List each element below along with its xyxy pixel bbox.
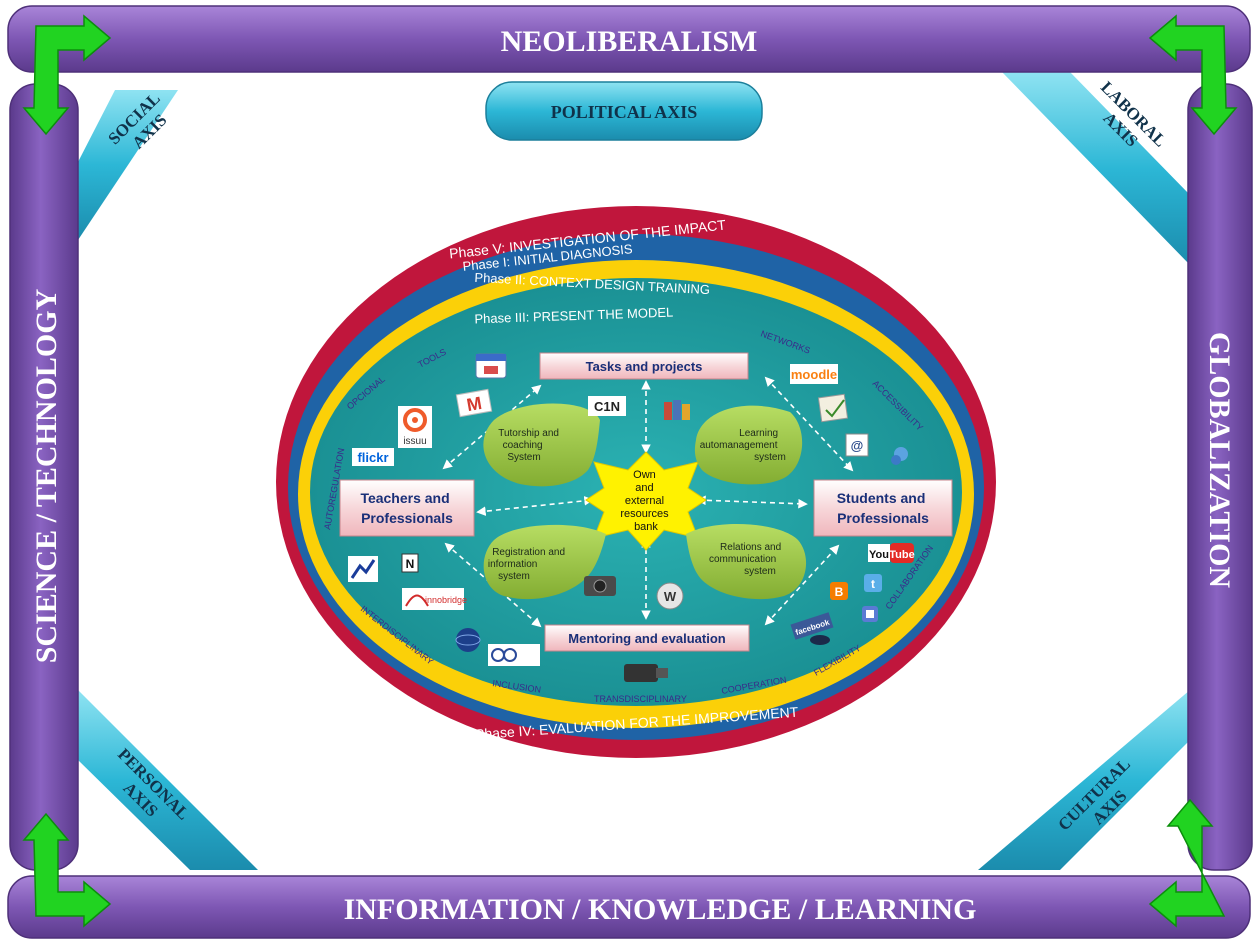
svg-text:Teachers and Professiona: Teachers and Professionals: [360, 490, 453, 526]
leaf-registration: Registration and information system: [483, 524, 606, 600]
svg-text:Relations and communicat: Relations and communication system: [709, 542, 784, 577]
svg-text:Own and external: Own and external resources bank: [620, 469, 671, 533]
svg-text:Students and Professiona: Students and Professionals: [837, 490, 930, 526]
corner-arrows: [22, 14, 1238, 928]
political-axis-label: POLITICAL AXIS: [551, 102, 698, 122]
leaf-relations-label-2: communication: [709, 554, 776, 565]
leaf-relations-label-3: system: [744, 566, 776, 577]
svg-text:W: W: [664, 589, 677, 604]
students-box-label-1: Students and: [837, 490, 926, 506]
svg-text:Registration and informa: Registration and information system: [488, 547, 568, 582]
leaf-relations-label-1: Relations and: [720, 542, 781, 553]
students-box: Students and Professionals: [813, 479, 953, 537]
cultural-axis-tab: CULTURAL AXIS: [978, 690, 1190, 870]
center-label-5: bank: [634, 521, 658, 533]
center-label-3: external: [625, 495, 664, 507]
center-label-2: and: [635, 482, 653, 494]
issuu-icon: issuu: [398, 406, 432, 448]
teachers-box: Teachers and Professionals: [339, 479, 475, 537]
calendar-icon: [475, 353, 507, 379]
leaf-learning-label-3: system: [754, 452, 786, 463]
center-label-1: Own: [633, 469, 656, 481]
leaf-learning-label-1: Learning: [739, 428, 778, 439]
resources-bank-star: Own and external resources bank: [585, 451, 707, 551]
tasks-box-label: Tasks and projects: [586, 359, 703, 374]
leaf-learning-label-2: automanagement: [700, 440, 778, 451]
moodle-logo-text: moodle: [791, 367, 837, 382]
email-at-icon: @: [845, 433, 869, 457]
frame-top-bar: NEOLIBERALISM: [7, 5, 1251, 73]
arrow-top-right-icon: [1148, 14, 1238, 136]
c1n-logo-text: C1N: [594, 399, 620, 414]
students-box-label-2: Professionals: [837, 510, 929, 526]
frame-bottom-label: INFORMATION / KNOWLEDGE / LEARNING: [344, 893, 977, 926]
leaf-tutorship-label-2: coaching: [503, 440, 543, 451]
chart-logo-icon: [348, 556, 378, 582]
leaf-tutorship: Tutorship and coaching System: [483, 403, 600, 487]
email-at-logo-text: @: [851, 438, 864, 453]
svg-text:Learning automanagement: Learning automanagement system: [700, 428, 786, 463]
leaf-registration-label-1: Registration and: [492, 547, 565, 558]
tool-icons: M issuu flickr C1N moodle: [348, 353, 915, 682]
frame-right-bar: GLOBALIZATION: [1187, 83, 1253, 871]
gmail-icon: M: [455, 388, 493, 418]
personal-axis-tab: PERSONAL AXIS: [78, 690, 258, 870]
arrow-bottom-right-icon: [1148, 798, 1226, 928]
moodle-icon: moodle: [790, 364, 838, 384]
phase-3-label: Phase III: PRESENT THE MODEL: [474, 305, 673, 327]
leaf-tutorship-label-3: System: [507, 452, 540, 463]
blogger-logo-text: B: [835, 585, 844, 599]
arrow-top-left-icon: [22, 14, 112, 136]
svg-text:Tutorship and coaching: Tutorship and coaching System: [498, 428, 562, 463]
app-square-icon: [862, 606, 878, 622]
frame-left-bar: SCIENCE / TECHNOLOGY: [9, 83, 79, 871]
innobridge-logo-text: innobridge: [425, 595, 467, 605]
political-axis-pill: POLITICAL AXIS: [485, 81, 763, 141]
teachers-box-label-2: Professionals: [361, 510, 453, 526]
leaf-registration-label-3: system: [498, 571, 530, 582]
newspaper-icon: N: [401, 553, 419, 573]
video-camera-icon: [624, 664, 668, 682]
teachers-box-label-1: Teachers and: [360, 490, 449, 506]
camera-icon: [584, 576, 616, 596]
frame-left-label: SCIENCE / TECHNOLOGY: [30, 288, 63, 663]
social-axis-tab: SOCIAL AXIS: [78, 89, 178, 240]
leaf-registration-label-2: information: [488, 559, 537, 570]
frame-right-label: GLOBALIZATION: [1203, 332, 1236, 589]
youtube-logo-tube: Tube: [889, 549, 914, 561]
notepad-icon: [817, 393, 849, 423]
laboral-axis-tab: LABORAL AXIS: [1002, 72, 1190, 265]
gmail-logo-text: M: [465, 393, 483, 415]
youtube-logo-you: You: [869, 549, 889, 561]
messenger-icon: [891, 447, 908, 465]
youtube-icon: You Tube: [868, 543, 915, 563]
mentoring-box: Mentoring and evaluation: [544, 624, 750, 652]
frame-bottom-bar: INFORMATION / KNOWLEDGE / LEARNING: [7, 875, 1251, 939]
leaf-tutorship-label-1: Tutorship and: [498, 428, 559, 439]
cc-logo-icon: [488, 644, 540, 666]
twitter-icon: t: [864, 574, 882, 592]
keyword-transdisciplinary: TRANSDISCIPLINARY: [594, 694, 687, 704]
svg-text:t: t: [871, 577, 875, 591]
leaf-learning: Learning automanagement system: [694, 405, 803, 485]
issuu-logo-text: issuu: [403, 436, 426, 447]
mentoring-box-label: Mentoring and evaluation: [568, 631, 726, 646]
tasks-box: Tasks and projects: [539, 352, 749, 380]
innobridge-icon: innobridge: [402, 588, 467, 610]
flickr-icon: flickr: [352, 448, 394, 466]
leaf-relations: Relations and communication system: [686, 523, 807, 600]
globe-icon: [455, 628, 481, 652]
svg-text:N: N: [406, 557, 415, 571]
blogger-icon: B: [830, 582, 848, 600]
c1n-icon: C1N: [588, 396, 626, 416]
books-icon: [664, 400, 690, 420]
frame-top-label: NEOLIBERALISM: [501, 25, 758, 58]
wikipedia-icon: W: [656, 582, 684, 610]
flickr-logo-text: flickr: [357, 450, 388, 465]
center-label-4: resources: [620, 508, 669, 520]
arrow-bottom-left-icon: [22, 812, 112, 928]
